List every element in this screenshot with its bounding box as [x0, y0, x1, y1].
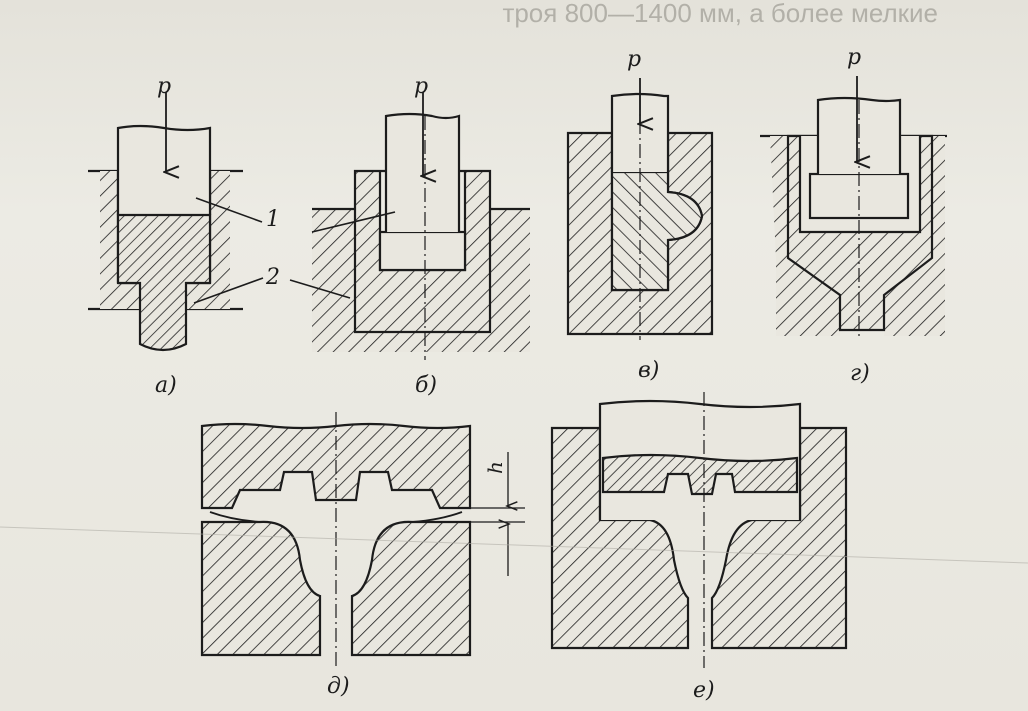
figure-label-d: д): [327, 674, 350, 699]
header-text: троя 800—1400 мм, а более мелкие: [502, 0, 938, 28]
force-label-a: p: [157, 74, 171, 99]
part-number-1: 1: [266, 207, 280, 232]
figure-g: [760, 76, 947, 340]
force-label-g: p: [847, 45, 861, 70]
force-label-v: p: [627, 47, 641, 72]
figure-label-e: е): [693, 678, 715, 703]
part-number-2: 2: [265, 265, 280, 290]
figure-label-a: а): [155, 373, 177, 398]
figure-label-v: в): [638, 358, 659, 383]
figure-e: [550, 392, 848, 668]
scan-artifact-line: [0, 526, 1028, 564]
force-label-b: p: [414, 74, 428, 99]
figure-v: [566, 78, 714, 340]
figure-label-b: б): [415, 373, 437, 398]
figure-a: [88, 92, 264, 352]
figure-b: [289, 92, 530, 360]
figure-label-g: г): [850, 361, 870, 386]
dimension-label-h: h: [483, 461, 507, 474]
figure-d: [200, 412, 525, 668]
